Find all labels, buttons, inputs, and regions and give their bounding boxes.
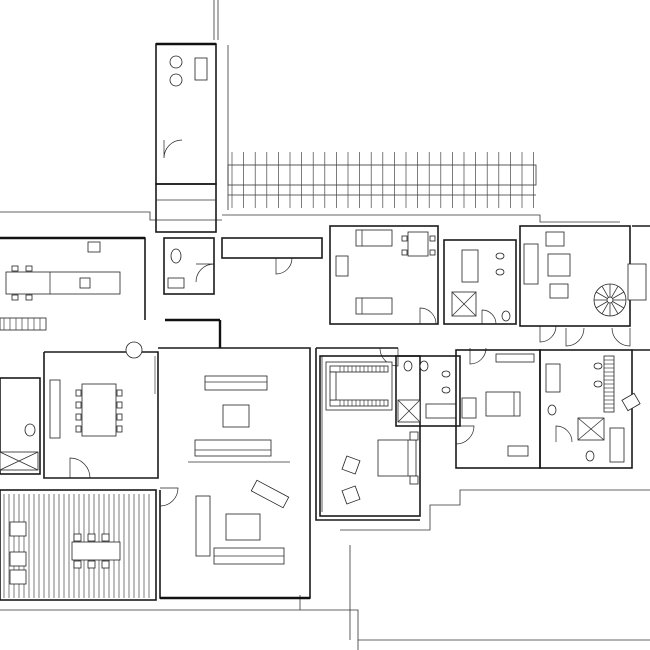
service-wc xyxy=(163,237,323,295)
dining-table-6 xyxy=(71,541,121,561)
dining-room xyxy=(43,341,159,479)
spiral-stair xyxy=(593,283,627,317)
hatch-line xyxy=(611,302,619,315)
hatch-line xyxy=(595,291,608,299)
hatch-line xyxy=(612,291,625,299)
hatch-line xyxy=(611,285,619,298)
hatch-line xyxy=(601,285,609,298)
sofa xyxy=(194,439,272,457)
bathtub xyxy=(545,363,561,393)
lounge-chair xyxy=(250,479,290,509)
desk xyxy=(507,445,529,457)
sinks xyxy=(593,362,603,388)
door-swing xyxy=(163,139,183,159)
single-bed xyxy=(355,229,393,247)
dining-table-8 xyxy=(81,383,117,437)
bedroom-2 xyxy=(455,349,541,469)
sitting-room xyxy=(519,225,647,343)
hatch-line xyxy=(595,301,608,309)
bath-1 xyxy=(443,239,517,325)
dining-chairs xyxy=(11,265,33,301)
hatch-line xyxy=(601,302,609,315)
walk-in-wardrobe xyxy=(325,361,393,411)
coffee-table xyxy=(547,253,571,277)
counter xyxy=(87,241,101,253)
kitchen xyxy=(0,236,146,331)
double-bed xyxy=(377,439,417,477)
cooktop xyxy=(79,277,91,289)
pergola xyxy=(227,152,537,208)
terrace xyxy=(0,489,157,601)
pendant-lamp xyxy=(125,341,143,359)
sinks xyxy=(441,370,451,394)
toilet xyxy=(501,310,511,322)
armchairs xyxy=(341,455,361,505)
wardrobe xyxy=(495,353,535,363)
coffee-table xyxy=(222,404,250,428)
bedroom-1 xyxy=(329,225,439,325)
single-bed xyxy=(355,297,393,315)
counter xyxy=(0,317,47,331)
utility-room xyxy=(155,42,217,233)
master-bedroom xyxy=(319,355,421,517)
left-wc xyxy=(0,377,41,475)
living-room xyxy=(154,318,311,600)
cabinet xyxy=(194,57,208,81)
hatch-line xyxy=(612,301,625,309)
bathtub xyxy=(461,249,479,283)
bed xyxy=(485,391,521,417)
round-fixture xyxy=(169,73,183,87)
sofa-l xyxy=(195,495,211,557)
bath-2 xyxy=(539,349,641,469)
toilet xyxy=(547,404,595,462)
coffee-table xyxy=(225,513,261,541)
sinks xyxy=(495,252,505,276)
round-fixture xyxy=(169,55,183,69)
master-bath xyxy=(395,355,461,427)
armchairs xyxy=(545,231,569,299)
sofa xyxy=(523,243,539,285)
island xyxy=(5,271,121,295)
sideboard xyxy=(49,379,61,439)
bathtub xyxy=(425,403,457,419)
sofa xyxy=(204,375,268,391)
desk xyxy=(407,231,429,257)
toilets xyxy=(403,360,429,372)
